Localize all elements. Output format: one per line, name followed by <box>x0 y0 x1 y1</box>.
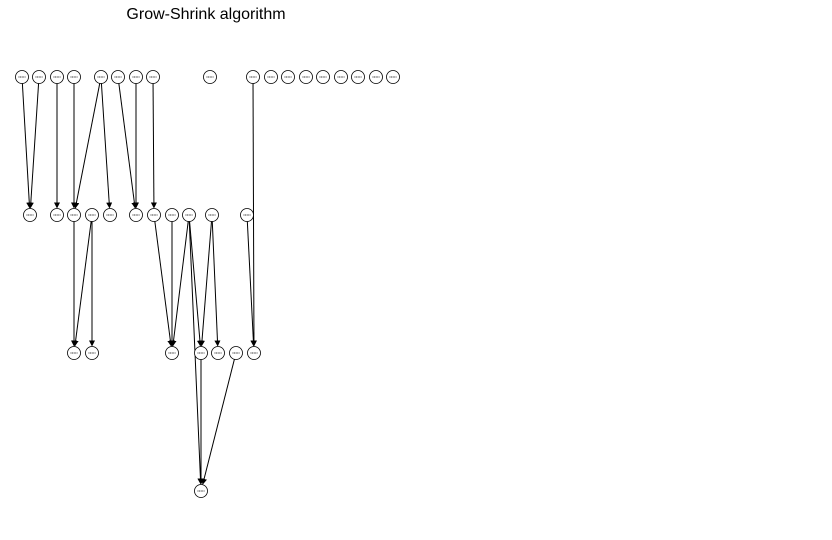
edge-r2i-r3d <box>189 221 203 347</box>
node-r2e <box>103 208 117 222</box>
node-r2j <box>205 208 219 222</box>
edge-r1f-r2f <box>118 83 138 209</box>
node-r1n <box>316 70 330 84</box>
node-r2b <box>50 208 64 222</box>
node-r1b <box>32 70 46 84</box>
edge-r1h-r2g <box>150 83 157 209</box>
edge-r1b-r2a <box>27 83 40 209</box>
node-r2a <box>23 208 37 222</box>
edge-r2d-r3a <box>72 221 92 347</box>
edges-layer <box>21 83 257 485</box>
node-r3f <box>229 346 243 360</box>
edge-r2k-r3g <box>246 221 257 347</box>
node-r2k <box>240 208 254 222</box>
node-r3b <box>85 346 99 360</box>
node-r1o <box>334 70 348 84</box>
node-r3c <box>165 346 179 360</box>
node-r1f <box>111 70 125 84</box>
node-r2d <box>85 208 99 222</box>
node-r2c <box>67 208 81 222</box>
node-r2h <box>165 208 179 222</box>
node-r1q <box>369 70 383 84</box>
node-r3e <box>211 346 225 360</box>
node-r1e <box>94 70 108 84</box>
edge-r1a-r2a <box>21 83 33 209</box>
node-r1a <box>15 70 29 84</box>
diagram-title: Grow-Shrink algorithm <box>126 6 286 23</box>
node-r1j <box>246 70 260 84</box>
edge-r2i-r3c <box>170 221 189 347</box>
node-r3g <box>247 346 261 360</box>
node-r1r <box>386 70 400 84</box>
node-r2f <box>129 208 143 222</box>
node-r3d <box>194 346 208 360</box>
node-r1p <box>351 70 365 84</box>
node-r2i <box>182 208 196 222</box>
node-r1c <box>50 70 64 84</box>
node-r3a <box>67 346 81 360</box>
nodes-layer <box>15 70 400 498</box>
node-r1g <box>129 70 143 84</box>
edge-r2g-r3c <box>154 221 174 347</box>
node-r4a <box>194 484 208 498</box>
node-r1d <box>67 70 81 84</box>
edge-r1e-r2e <box>100 83 113 209</box>
node-r1l <box>281 70 295 84</box>
node-r1m <box>299 70 313 84</box>
node-r1h <box>146 70 160 84</box>
edge-r2j-r3d <box>199 221 212 347</box>
node-r1k <box>264 70 278 84</box>
edge-r2j-r3e <box>211 221 221 347</box>
edge-r3f-r4a <box>201 359 235 485</box>
node-r1i <box>203 70 217 84</box>
edge-r1e-r2c <box>73 83 101 209</box>
node-r2g <box>147 208 161 222</box>
